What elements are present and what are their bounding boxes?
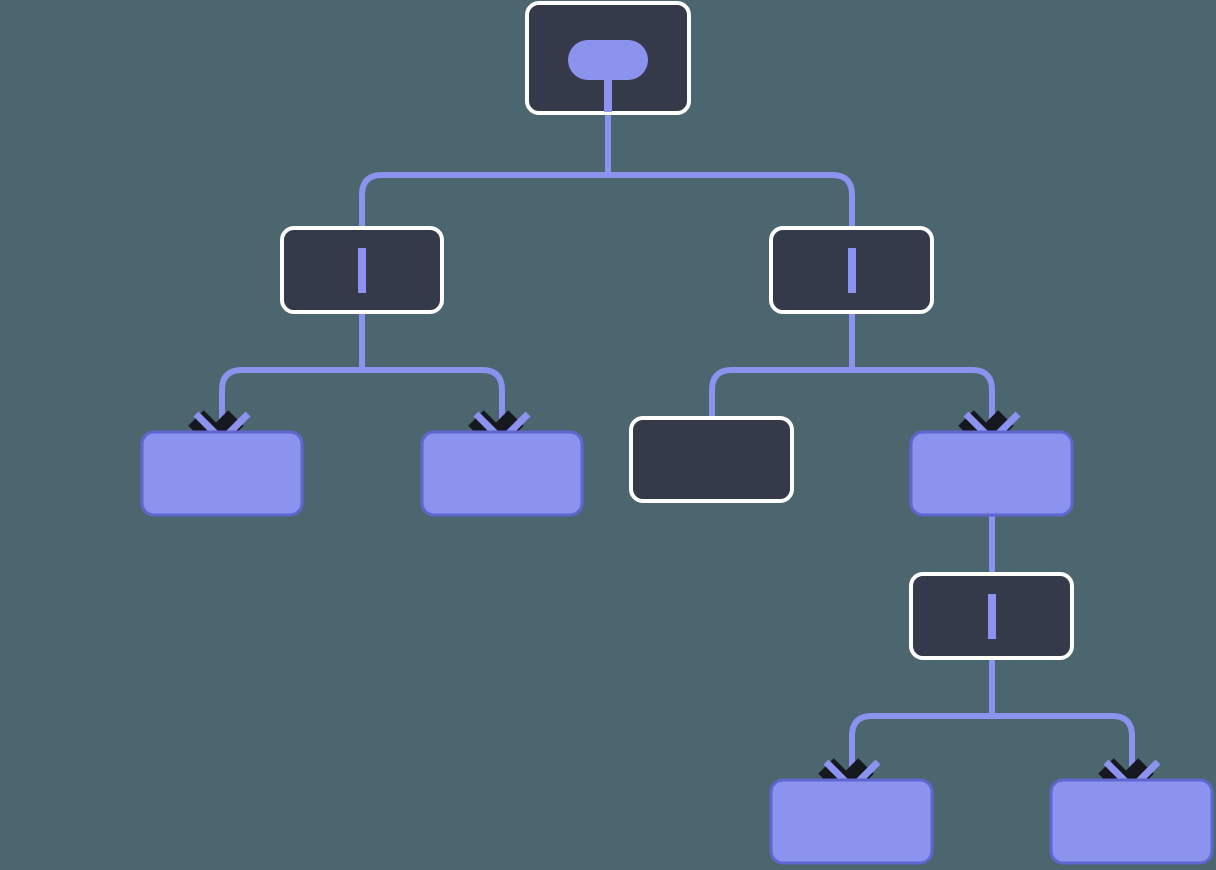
edge-root-left[interactable] xyxy=(359,100,611,245)
node-branch-right-bar-icon xyxy=(848,248,856,293)
node-branch-right-deep-bar-icon xyxy=(988,594,996,639)
edge-left-leaf1[interactable] xyxy=(219,312,365,440)
node-leaf-5[interactable] xyxy=(1049,778,1214,865)
node-branch-left[interactable] xyxy=(280,226,444,314)
node-root[interactable] xyxy=(525,1,691,115)
edge-right-mid[interactable] xyxy=(849,312,995,440)
node-leaf-3[interactable] xyxy=(629,416,794,503)
edge-deep-leaf4[interactable] xyxy=(849,658,995,788)
edge-right-leaf3[interactable] xyxy=(709,312,855,418)
edge-root-right[interactable] xyxy=(605,100,855,245)
node-right-mid[interactable] xyxy=(909,430,1074,517)
node-branch-right-deep[interactable] xyxy=(909,572,1074,660)
node-branch-right[interactable] xyxy=(769,226,934,314)
node-branch-left-bar-icon xyxy=(358,248,366,293)
node-leaf-4[interactable] xyxy=(769,778,934,865)
node-root-stem-icon xyxy=(604,70,612,112)
edge-left-leaf2[interactable] xyxy=(359,312,505,440)
node-leaf-2[interactable] xyxy=(420,430,584,517)
edge-deep-leaf5[interactable] xyxy=(989,658,1135,788)
node-leaf-1[interactable] xyxy=(140,430,304,517)
node-root-pill-icon xyxy=(568,40,648,80)
